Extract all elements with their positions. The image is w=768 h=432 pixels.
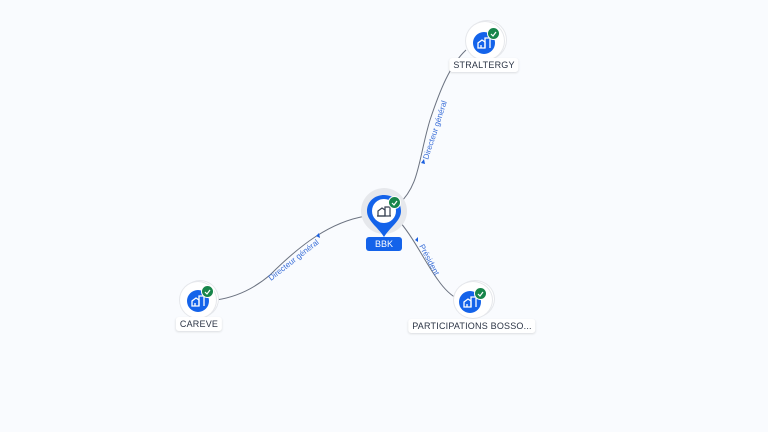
node-label-careve[interactable]: CAREVE [175,317,223,331]
node-participations[interactable] [454,282,494,322]
verified-check-icon [474,287,487,300]
edge-label-participations: Président [417,243,441,278]
center-node-bbk[interactable]: BBK [360,188,408,252]
node-careve[interactable] [180,282,220,322]
center-node-label[interactable]: BBK [365,237,403,251]
building-icon [463,296,477,308]
verified-check-icon [487,27,500,40]
edge-label-straltergy: Directeur général [421,99,449,160]
edge-careve[interactable] [215,215,367,301]
edge-arrow-icon [316,233,320,238]
building-icon [377,206,391,217]
edge-label-careve: Directeur général [267,238,321,283]
edge-arrow-icon [415,237,418,242]
building-icon [191,295,205,307]
node-label-straltergy[interactable]: STRALTERGY [449,58,519,72]
node-straltergy[interactable] [466,22,506,62]
verified-check-icon [201,285,214,298]
verified-check-icon [388,196,401,209]
building-icon [477,37,491,49]
edge-arrow-icon [421,159,425,164]
edge-participations[interactable] [399,221,459,300]
node-label-participations[interactable]: PARTICIPATIONS BOSSO... [408,319,536,333]
